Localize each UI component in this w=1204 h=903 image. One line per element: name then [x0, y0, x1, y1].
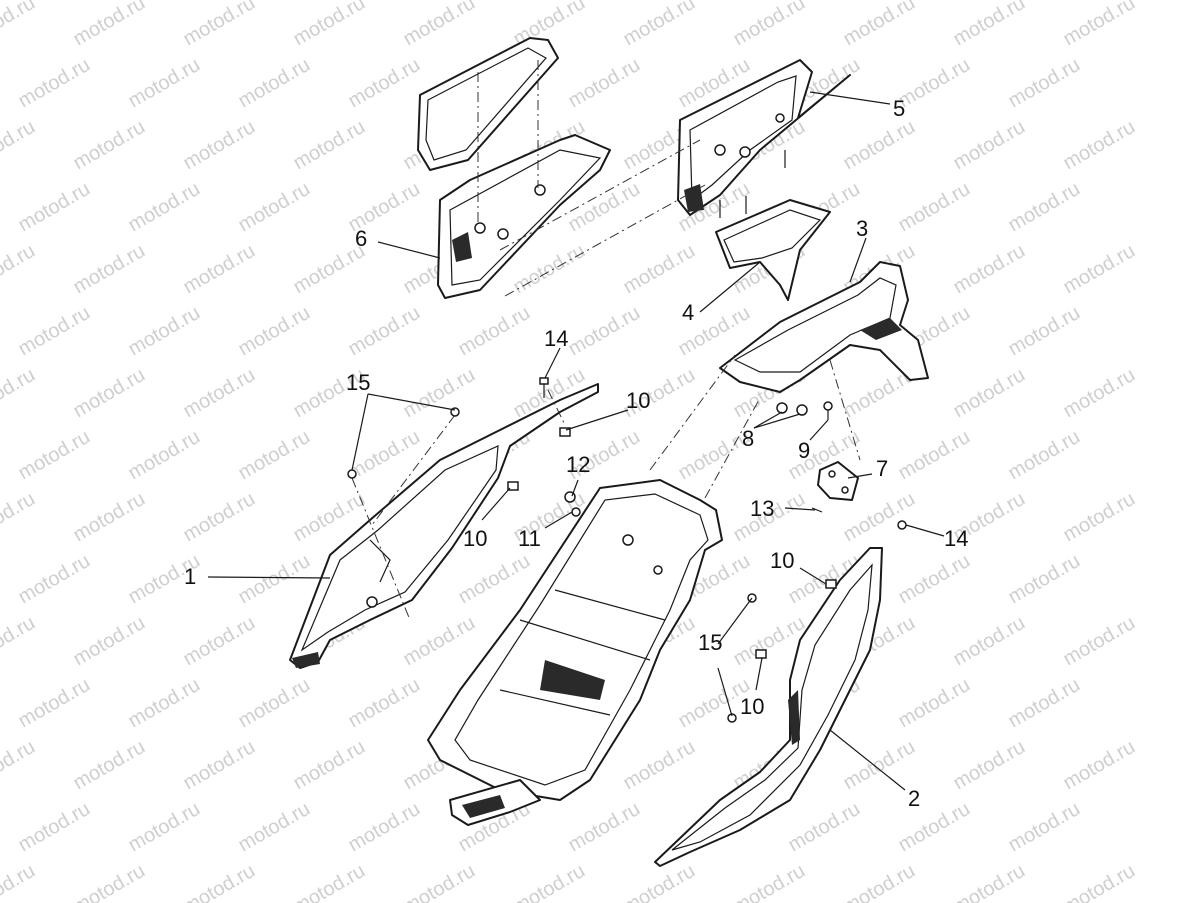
center-subframe [427, 354, 761, 826]
callout-1: 1 [184, 564, 196, 589]
callout-7: 7 [876, 456, 888, 481]
fastener-13 [811, 507, 823, 513]
part-4-bracket [715, 199, 831, 301]
fastener-11-12 [564, 491, 581, 517]
callout-2: 2 [908, 786, 920, 811]
callout-14-top: 14 [544, 326, 568, 351]
part-2-right-side-panel [654, 520, 907, 867]
leader-lines [207, 91, 945, 791]
callout-12: 12 [566, 452, 590, 477]
callout-8: 8 [742, 426, 754, 451]
clip-10-top [507, 427, 571, 491]
fastener-9 [823, 401, 833, 420]
callout-labels: 6 5 3 4 7 8 9 10 10 11 12 13 14 14 15 1 … [184, 96, 968, 811]
callout-10-bottom: 10 [740, 694, 764, 719]
callout-4: 4 [682, 300, 694, 325]
callout-5: 5 [893, 96, 905, 121]
fastener-8 [776, 402, 808, 416]
callout-3: 3 [856, 216, 868, 241]
callout-15-top: 15 [346, 370, 370, 395]
callout-6: 6 [355, 226, 367, 251]
callout-13: 13 [750, 496, 774, 521]
part-6-seat-cover [417, 37, 611, 299]
callout-10-top: 10 [626, 388, 650, 413]
part-7-plate [817, 461, 859, 501]
part-5-seat-tray [499, 59, 851, 297]
callout-10-right: 10 [770, 548, 794, 573]
part-1-left-side-panel [289, 383, 599, 669]
fastener-14-top [539, 377, 566, 426]
callout-15-right: 15 [698, 630, 722, 655]
callout-14-right: 14 [944, 526, 968, 551]
part-3-tail-unit [719, 261, 929, 461]
callout-11: 11 [518, 526, 541, 551]
callout-10-left: 10 [463, 526, 487, 551]
callout-9: 9 [798, 438, 810, 463]
